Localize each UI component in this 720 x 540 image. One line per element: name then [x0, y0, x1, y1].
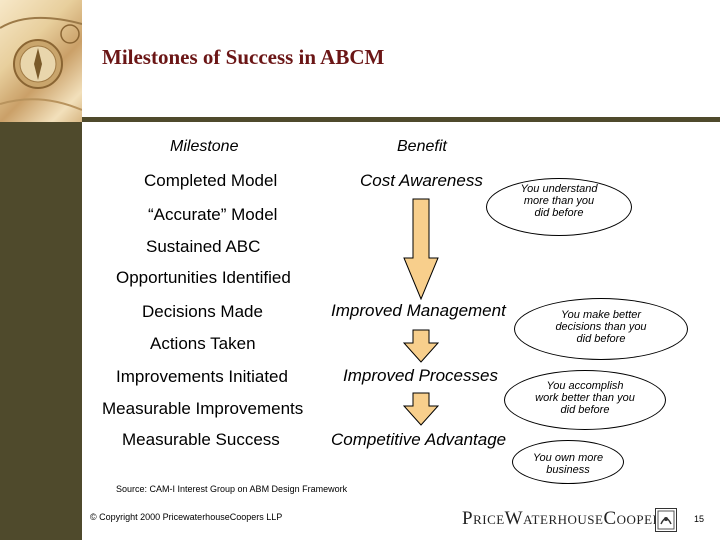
callout-line: You understand: [520, 183, 598, 195]
callout-line: did before: [576, 333, 626, 345]
pwc-seal-icon: [655, 508, 677, 532]
down-arrow-icon: [403, 329, 439, 363]
benefit-item: Cost Awareness: [360, 171, 483, 190]
milestone-item: Decisions Made: [142, 302, 263, 321]
benefit-item: Improved Processes: [343, 366, 498, 385]
callout-decisions: You make better decisions than you did b…: [514, 298, 688, 360]
callout-line: You own more: [532, 452, 604, 464]
callout-accomplish: You accomplish work better than you did …: [504, 370, 666, 430]
callout-line: did before: [560, 404, 610, 416]
callout-line: work better than you: [535, 392, 635, 404]
down-arrow-icon: [403, 198, 439, 300]
milestone-item: Sustained ABC: [146, 237, 261, 256]
down-arrow-icon: [403, 392, 439, 426]
copyright-note: © Copyright 2000 PricewaterhouseCoopers …: [90, 512, 283, 522]
page-title: Milestones of Success in ABCM: [102, 45, 385, 69]
milestone-item: Opportunities Identified: [116, 268, 291, 287]
milestone-item: Actions Taken: [150, 334, 256, 353]
benefit-header: Benefit: [397, 138, 447, 155]
callout-line: decisions than you: [555, 321, 647, 333]
milestone-item: “Accurate” Model: [148, 205, 278, 224]
compass-photo: [0, 0, 82, 122]
callout-line: did before: [534, 207, 584, 219]
milestone-item: Completed Model: [144, 171, 278, 190]
callout-line: You accomplish: [546, 380, 624, 392]
benefit-item: Improved Management: [331, 301, 506, 320]
milestone-item: Measurable Success: [122, 430, 280, 449]
callout-line: business: [546, 464, 590, 476]
pwc-logo: PriceWaterhouseCoopers: [462, 508, 670, 529]
milestone-item: Improvements Initiated: [116, 367, 288, 386]
source-note: Source: CAM-I Interest Group on ABM Desi…: [116, 484, 348, 494]
milestone-header: Milestone: [170, 138, 239, 155]
callout-line: more than you: [523, 195, 595, 207]
milestone-item: Measurable Improvements: [102, 399, 304, 418]
callout-line: You make better: [560, 309, 642, 321]
callout-understand: You understand more than you did before: [486, 178, 632, 236]
page-number: 15: [694, 514, 705, 524]
benefit-item: Competitive Advantage: [331, 430, 507, 449]
callout-business: You own more business: [512, 440, 624, 484]
title-rule: [82, 117, 720, 122]
